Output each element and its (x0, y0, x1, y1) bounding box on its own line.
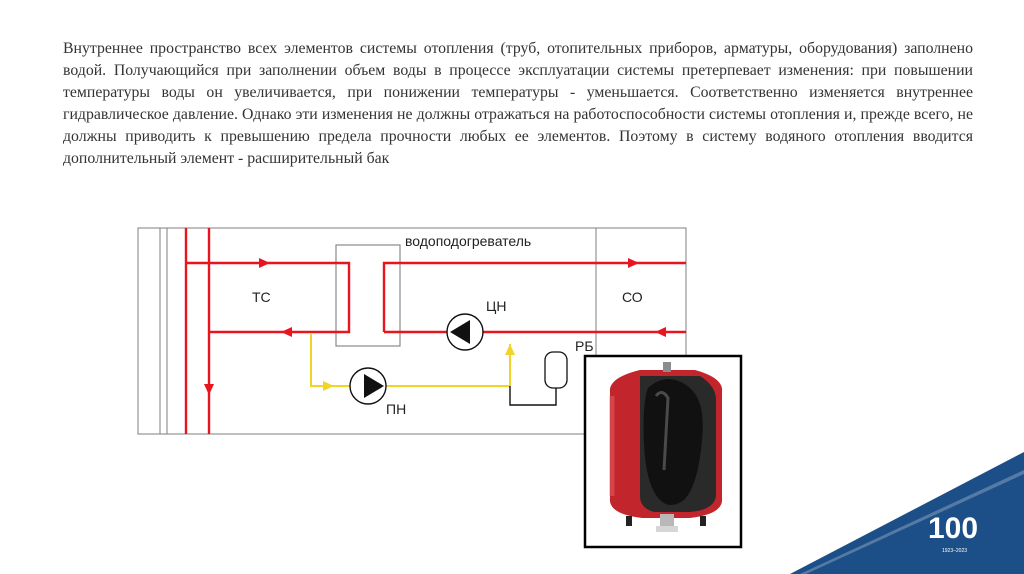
logo-number: 100 (928, 512, 978, 545)
logo-wedge (790, 452, 1024, 574)
logo-years: 1923–2023 (942, 548, 967, 554)
